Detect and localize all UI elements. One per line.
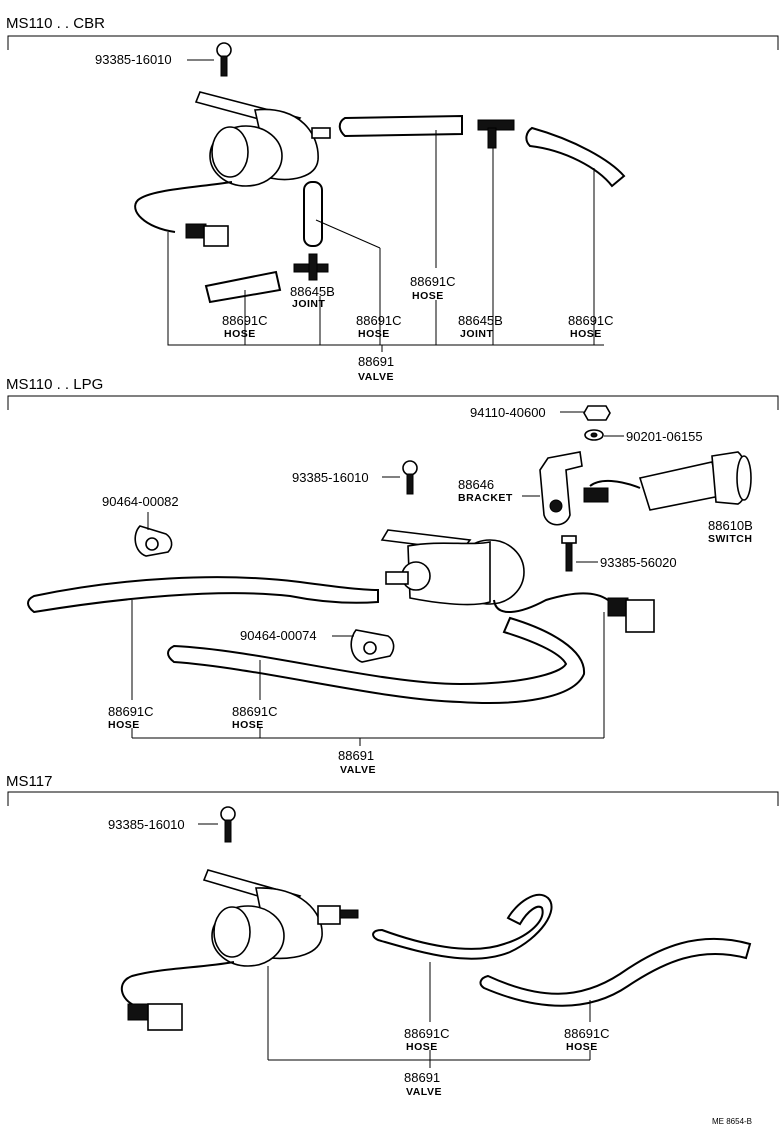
callout-part-no: 93385-56020 [600, 555, 677, 570]
bolt-icon [402, 460, 418, 495]
clip-icon [350, 629, 395, 663]
bolt-icon [216, 42, 232, 77]
hose-icon [525, 126, 626, 188]
callout-name: HOSE [570, 328, 602, 340]
bracket-icon [539, 451, 583, 526]
callout-name: HOSE [232, 719, 264, 731]
screw-icon [561, 535, 577, 572]
hose-icon [372, 893, 553, 960]
callout-name: VALVE [406, 1086, 442, 1098]
callout-part-no: 88645B [290, 284, 335, 299]
callout-part-no: 90201-06155 [626, 429, 703, 444]
reference-code: ME 8654-B [712, 1117, 752, 1126]
callout-part-no: 88691C [232, 704, 278, 719]
callout-part-no: 88691C [356, 313, 402, 328]
section-ms110-cbr: MS110 . . CBR 93385-16010 [6, 15, 779, 383]
nut-icon [583, 405, 611, 421]
callout-part-no: 88691C [568, 313, 614, 328]
callout-name: VALVE [358, 371, 394, 383]
callout-part-no: 93385-16010 [95, 52, 172, 67]
callout-part-no: 88691C [564, 1026, 610, 1041]
callout-part-no: 93385-16010 [292, 470, 369, 485]
section-title: MS110 . . LPG [6, 376, 103, 393]
callout-part-no: 88646 [458, 477, 494, 492]
connector-icon [607, 597, 655, 633]
hose-icon [303, 181, 323, 247]
section-bracket [7, 791, 779, 806]
callout-part-no: 88691C [108, 704, 154, 719]
connector-icon [185, 223, 229, 247]
section-ms110-lpg: MS110 . . LPG 94110-40600 90201-06155 93… [6, 376, 779, 776]
callout-part-no: 88691 [404, 1070, 440, 1085]
callout-name: SWITCH [708, 533, 752, 545]
callout-name: VALVE [340, 764, 376, 776]
callout-name: HOSE [224, 328, 256, 340]
section-bracket [7, 35, 779, 50]
section-ms117: MS117 93385-16010 [6, 773, 779, 1098]
connector-icon [127, 1003, 183, 1031]
section-bracket [7, 395, 779, 410]
bolt-icon [220, 806, 236, 843]
callout-part-no: 93385-16010 [108, 817, 185, 832]
hose-icon [167, 616, 586, 704]
callout-part-no: 94110-40600 [470, 405, 546, 420]
callout-name: HOSE [108, 719, 140, 731]
section-title: MS117 [6, 773, 52, 790]
hose-icon [27, 576, 379, 614]
valve-icon [134, 91, 331, 233]
valve-icon [380, 529, 609, 614]
callout-name: JOINT [292, 298, 326, 310]
section-title: MS110 . . CBR [6, 15, 105, 32]
valve-icon [121, 869, 359, 1007]
callout-part-no: 88645B [458, 313, 503, 328]
callout-name: BRACKET [458, 492, 513, 504]
callout-part-no: 88691 [338, 748, 374, 763]
callout-name: HOSE [358, 328, 390, 340]
callout-name: JOINT [460, 328, 494, 340]
hose-icon [479, 937, 752, 1007]
callout-name: HOSE [412, 290, 444, 302]
hose-icon [338, 114, 463, 138]
callout-part-no: 90464-00082 [102, 494, 179, 509]
callout-part-no: 90464-00074 [240, 628, 317, 643]
hose-icon [204, 270, 282, 304]
switch-icon [583, 451, 752, 511]
callout-part-no: 88610B [708, 518, 753, 533]
callout-part-no: 88691 [358, 354, 394, 369]
clip-icon [134, 525, 173, 557]
callout-part-no: 88691C [410, 274, 456, 289]
washer-icon [584, 429, 604, 441]
joint-icon [477, 119, 515, 149]
callout-name: HOSE [566, 1041, 598, 1053]
callout-name: HOSE [406, 1041, 438, 1053]
callout-part-no: 88691C [404, 1026, 450, 1041]
callout-part-no: 88691C [222, 313, 268, 328]
joint-icon [293, 253, 329, 281]
